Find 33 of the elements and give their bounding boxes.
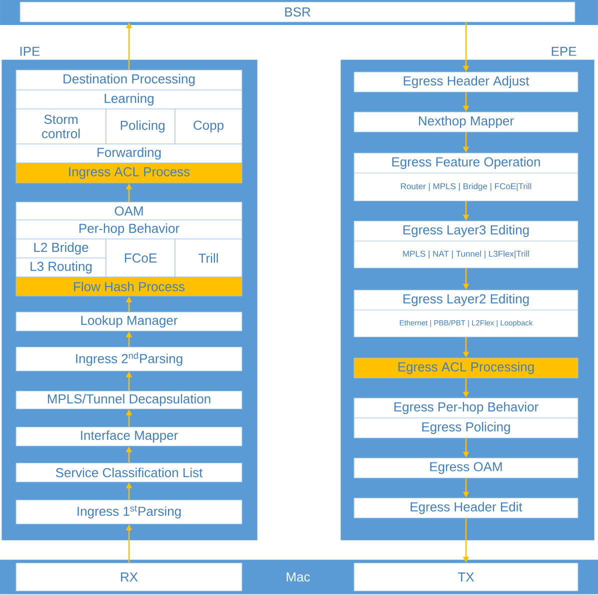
process-box: MPLS/Tunnel Decapsulation	[16, 390, 242, 410]
process-box: Egress Layer3 Editing MPLS | NAT | Tunnel | L3Flex|Trill	[354, 220, 578, 268]
process-box: Copp	[174, 108, 242, 144]
process-box: L2 Bridge	[16, 238, 106, 258]
process-box: Learning	[16, 90, 242, 110]
process-box: Ingress ACL Process	[16, 162, 242, 184]
node-label: EPE	[552, 46, 576, 56]
process-box: Ingress 1$^{st}$Parsing	[16, 500, 242, 524]
node-label: IPE	[20, 46, 40, 56]
process-box: Storm control	[16, 108, 106, 144]
process-box: Flow Hash Process	[16, 276, 242, 296]
process-box: Ingress 2$^{nd}$Parsing	[16, 346, 242, 372]
process-box: TX	[354, 562, 578, 592]
process-box: Egress Policing	[354, 418, 578, 438]
process-box: OAM	[16, 202, 242, 220]
bus-box: BSR	[20, 2, 576, 22]
process-box: FCoE	[106, 238, 176, 278]
process-box: RX	[16, 562, 242, 592]
process-box: Egress ACL Processing	[354, 358, 578, 378]
process-box: Egress Feature Operation Router | MPLS | Bridge | FCoE|Trill	[354, 152, 578, 202]
process-box: Egress Header Adjust	[354, 72, 578, 92]
process-box: Lookup Manager	[16, 312, 242, 332]
process-box: Interface Mapper	[16, 426, 242, 446]
process-box: Nexthop Mapper	[354, 112, 578, 132]
process-box: Destination Processing	[16, 70, 242, 90]
process-box: Trill	[174, 238, 242, 278]
process-box: L3 Routing	[16, 258, 106, 278]
process-box: Forwarding	[16, 144, 242, 164]
process-box: Service Classification List	[16, 462, 242, 482]
process-box: Policing	[106, 108, 176, 144]
process-box: Egress OAM	[354, 458, 578, 478]
process-box: Egress Header Edit	[354, 498, 578, 518]
process-box: Egress Per-hop Behavior	[354, 398, 578, 418]
